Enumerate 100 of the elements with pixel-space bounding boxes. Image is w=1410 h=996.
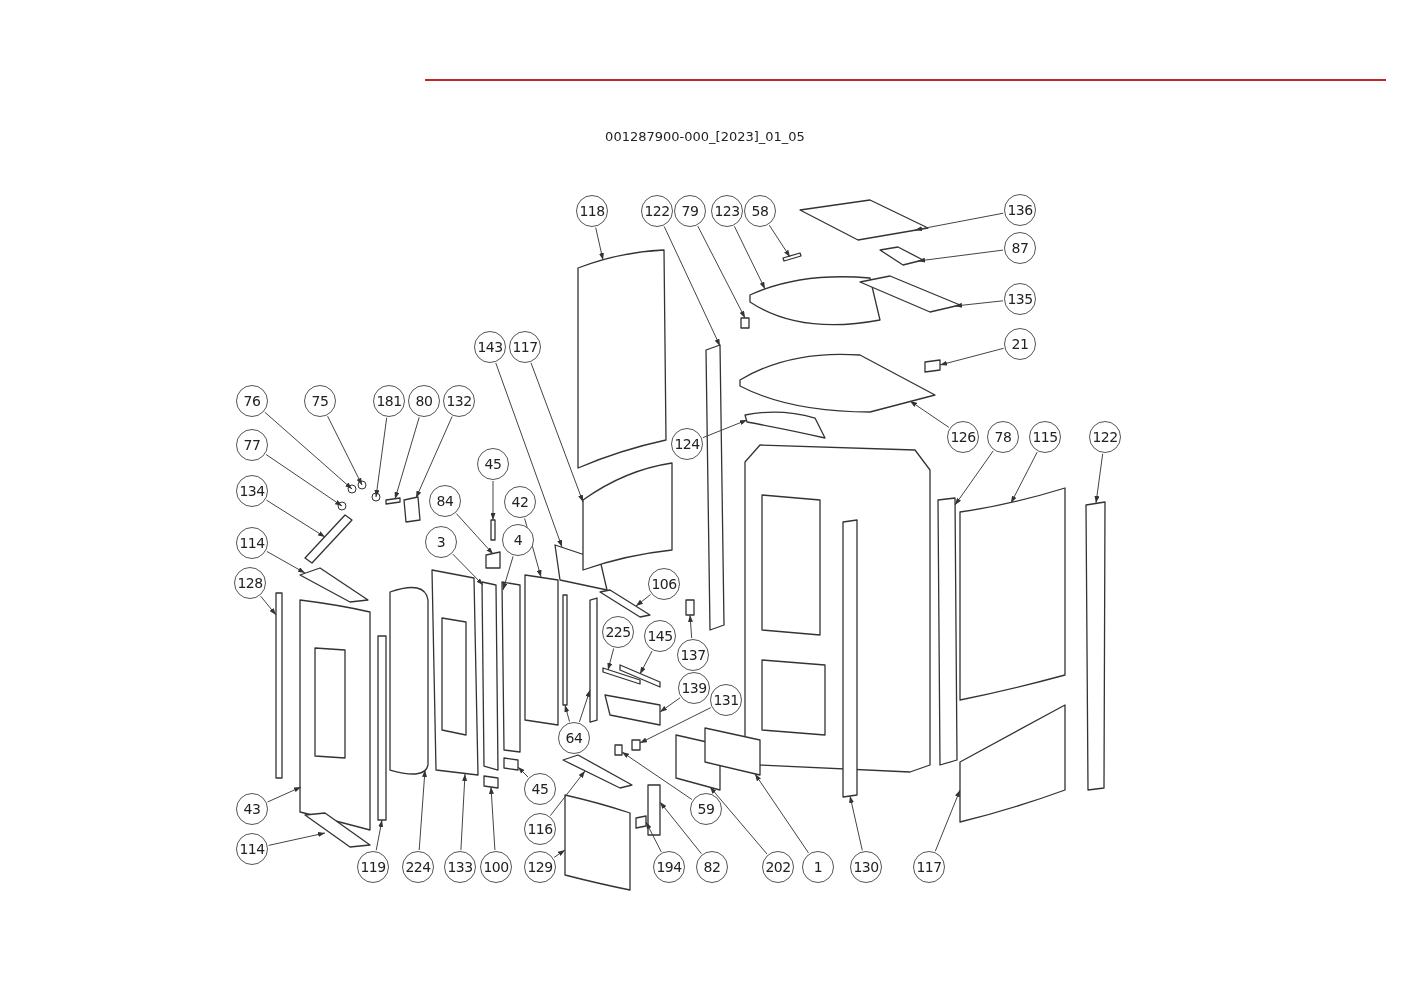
- leader-line: [265, 454, 343, 507]
- side-strip: [1085, 501, 1106, 791]
- trim-plate: [562, 754, 633, 789]
- bracket: [483, 775, 499, 789]
- curved-panel: [577, 249, 667, 469]
- leader-line: [939, 347, 1005, 366]
- gasket: [501, 581, 521, 753]
- leader-line: [663, 225, 721, 347]
- callout-number: 114: [236, 527, 268, 559]
- callout-number: 116: [524, 813, 556, 845]
- trim-plate: [304, 812, 371, 848]
- callout-number: 131: [710, 684, 742, 716]
- callout-number: 84: [429, 485, 461, 517]
- leader-line: [266, 550, 306, 574]
- callout-number: 137: [677, 639, 709, 671]
- leader-line: [1094, 453, 1104, 504]
- leader-line: [517, 766, 529, 778]
- callout-number: 135: [1004, 283, 1036, 315]
- leader-line: [914, 212, 1004, 232]
- leader-line: [702, 419, 748, 439]
- circle-mark: [337, 501, 347, 511]
- door-frame: [431, 569, 479, 776]
- leader-line: [607, 647, 615, 671]
- callout-number: 202: [762, 851, 794, 883]
- callout-number: 75: [304, 385, 336, 417]
- callout-number: 122: [641, 195, 673, 227]
- callout-number: 143: [474, 331, 506, 363]
- bracket: [403, 496, 421, 523]
- leader-line: [1010, 451, 1038, 504]
- callout-number: 119: [357, 851, 389, 883]
- leader-line: [502, 555, 514, 591]
- trim-strip: [562, 594, 568, 706]
- callout-number: 181: [373, 385, 405, 417]
- leader-line: [394, 416, 420, 500]
- leader-line: [264, 411, 353, 490]
- leader-line: [768, 224, 791, 258]
- side-strip: [937, 497, 958, 766]
- callout-number: 58: [744, 195, 776, 227]
- callout-number: 3: [425, 526, 457, 558]
- frame-plate: [481, 581, 499, 771]
- leader-line: [954, 300, 1004, 308]
- leader-line: [415, 416, 453, 499]
- leader-line: [267, 786, 302, 803]
- callout-number: 225: [602, 616, 634, 648]
- leader-line: [709, 786, 768, 855]
- clip: [924, 359, 941, 373]
- callout-number: 117: [913, 851, 945, 883]
- tray: [604, 694, 661, 726]
- callout-number: 133: [444, 851, 476, 883]
- callout-number: 117: [509, 331, 541, 363]
- callout-number: 64: [558, 722, 590, 754]
- trim-plate: [602, 667, 641, 685]
- leader-line: [418, 769, 427, 851]
- side-strip: [705, 344, 725, 631]
- screw: [490, 519, 496, 541]
- leader-line: [374, 417, 388, 498]
- callout-number: 77: [236, 429, 268, 461]
- clip: [631, 739, 641, 751]
- callout-number: 87: [1004, 232, 1036, 264]
- callout-number: 79: [674, 195, 706, 227]
- callout-number: 128: [234, 567, 266, 599]
- gasket: [704, 727, 761, 776]
- callout-number: 76: [236, 385, 268, 417]
- leader-line: [954, 450, 994, 506]
- trim-strip: [275, 592, 283, 779]
- trim-plate: [299, 567, 369, 603]
- callout-number: 59: [690, 793, 722, 825]
- callout-number: 134: [236, 475, 268, 507]
- callout-number: 123: [711, 195, 743, 227]
- trim-strip: [589, 597, 598, 723]
- clip: [740, 317, 750, 329]
- trim-strip: [377, 635, 387, 821]
- leader-line: [488, 786, 496, 851]
- lid: [879, 246, 924, 266]
- callout-number: 21: [1004, 328, 1036, 360]
- callout-number: 1: [802, 851, 834, 883]
- callout-number: 78: [987, 421, 1019, 453]
- circle-mark: [357, 480, 367, 490]
- leader-line: [260, 595, 277, 616]
- bracket: [503, 757, 519, 771]
- circle-mark: [371, 492, 381, 502]
- leader-line: [917, 249, 1004, 263]
- callout-number: 43: [236, 793, 268, 825]
- handle: [304, 514, 353, 564]
- trim-plate: [744, 411, 826, 439]
- callout-number: 145: [644, 620, 676, 652]
- leader-line: [375, 819, 384, 851]
- leader-line: [733, 225, 766, 290]
- leader-line: [849, 795, 863, 851]
- leader-line: [265, 499, 326, 538]
- clip: [614, 744, 623, 756]
- leader-line: [490, 480, 496, 521]
- callout-number: 45: [524, 773, 556, 805]
- leader-line: [455, 513, 494, 555]
- callout-number: 115: [1029, 421, 1061, 453]
- trim-plate: [599, 589, 651, 618]
- callout-number: 130: [850, 851, 882, 883]
- side-strip: [842, 519, 858, 798]
- callout-number: 100: [480, 851, 512, 883]
- leader-line: [909, 400, 950, 428]
